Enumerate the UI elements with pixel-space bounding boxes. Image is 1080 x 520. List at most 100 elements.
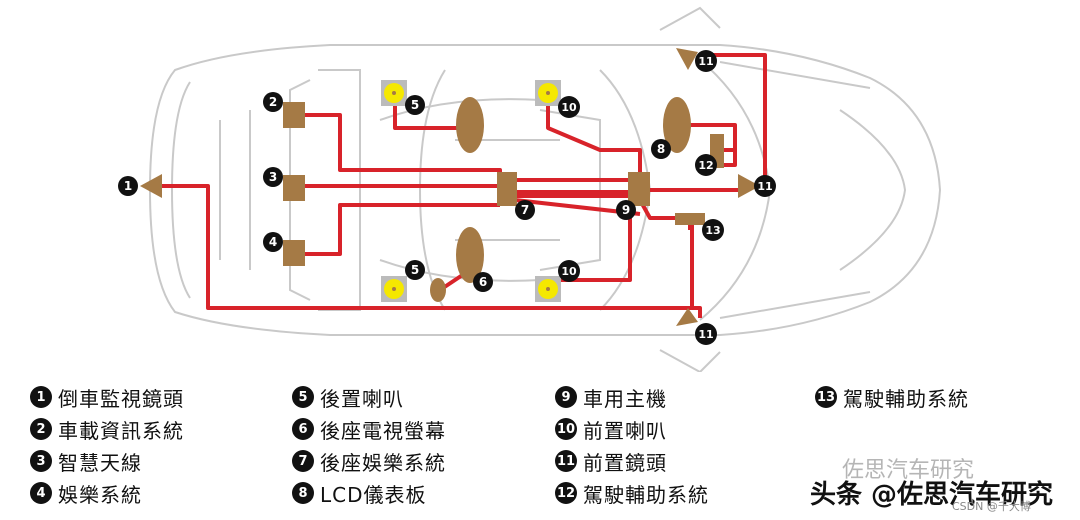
module-head-unit [628, 172, 650, 206]
legend-label: 駕駛輔助系統 [583, 482, 709, 507]
callout-13: 13 [702, 219, 724, 241]
callout-11-bottom: 11 [695, 323, 717, 345]
legend-number-badge: 9 [555, 386, 577, 408]
callout-8: 8 [651, 139, 671, 159]
callout-9: 9 [616, 200, 636, 220]
svg-text:5: 5 [411, 98, 419, 112]
module-driver-assist-13 [675, 213, 705, 225]
legend-label: 智慧天線 [58, 450, 142, 475]
svg-text:8: 8 [657, 142, 665, 156]
legend-label: 娛樂系統 [58, 482, 142, 507]
callout-11-top: 11 [695, 50, 717, 72]
legend-number-badge: 3 [30, 450, 52, 472]
legend-number-badge: 5 [292, 386, 314, 408]
callout-6: 6 [473, 272, 493, 292]
svg-text:9: 9 [622, 203, 630, 217]
legend-number-badge: 8 [292, 482, 314, 504]
svg-text:6: 6 [479, 275, 487, 289]
callout-5-top: 5 [405, 95, 425, 115]
module-rear-entertainment [497, 172, 517, 206]
legend-label: 前置鏡頭 [583, 450, 667, 475]
legend-item-13: 13 駕駛輔助系統 [815, 382, 969, 412]
speaker-front-left [535, 80, 561, 106]
callout-1: 1 [118, 176, 138, 196]
svg-text:7: 7 [521, 203, 529, 217]
speaker-front-right [535, 276, 561, 302]
speakers [381, 80, 561, 302]
svg-text:10: 10 [561, 101, 577, 114]
legend-label: 前置喇叭 [583, 418, 667, 443]
watermark-csdn: CSDN @千大博 [952, 500, 1031, 513]
svg-text:3: 3 [269, 170, 277, 184]
watermark-main: 头条 @佐思汽车研究 [810, 480, 1054, 510]
legend-item-11: 11 前置鏡頭 [555, 446, 667, 476]
svg-text:13: 13 [705, 224, 720, 237]
legend-label: 後置喇叭 [320, 386, 404, 411]
legend-item-9: 9 車用主機 [555, 382, 667, 412]
cameras [140, 48, 760, 326]
speaker-rear-right [381, 276, 407, 302]
svg-text:4: 4 [269, 235, 277, 249]
rear-seat-left [456, 97, 484, 153]
svg-text:11: 11 [757, 180, 772, 193]
camera-front-top [676, 48, 698, 70]
legend-number-badge: 13 [815, 386, 837, 408]
legend-number-badge: 11 [555, 450, 577, 472]
vehicle-network-diagram: 1 2 3 4 5 5 6 7 8 9 10 10 11 11 11 12 13 [118, 6, 942, 372]
legend-label: 車用主機 [583, 386, 667, 411]
callout-12: 12 [695, 154, 717, 176]
legend-number-badge: 1 [30, 386, 52, 408]
svg-text:10: 10 [561, 265, 577, 278]
speaker-rear-left [381, 80, 407, 106]
legend-item-10: 10 前置喇叭 [555, 414, 667, 444]
legend: 1 倒車監視鏡頭 2 車載資訊系統 3 智慧天線 4 娛樂系統 5 後置喇叭 6… [0, 372, 1080, 520]
legend-label: LCD儀表板 [320, 482, 427, 507]
module-smart-antenna [283, 175, 305, 201]
legend-number-badge: 2 [30, 418, 52, 440]
legend-number-badge: 7 [292, 450, 314, 472]
legend-item-7: 7 後座娛樂系統 [292, 446, 446, 476]
svg-text:11: 11 [698, 328, 713, 341]
legend-item-4: 4 娛樂系統 [30, 478, 142, 508]
svg-text:1: 1 [124, 179, 132, 193]
callout-10-bottom: 10 [558, 260, 580, 282]
legend-item-2: 2 車載資訊系統 [30, 414, 184, 444]
legend-label: 後座娛樂系統 [320, 450, 446, 475]
callout-11-mid: 11 [754, 175, 776, 197]
legend-label: 車載資訊系統 [58, 418, 184, 443]
callout-badges: 1 2 3 4 5 5 6 7 8 9 10 10 11 11 11 12 13 [118, 50, 776, 345]
legend-label: 駕駛輔助系統 [843, 386, 969, 411]
legend-number-badge: 4 [30, 482, 52, 504]
lcd-cluster [663, 97, 691, 153]
camera-rear [140, 174, 162, 198]
callout-3: 3 [263, 167, 283, 187]
module-telematics [283, 102, 305, 128]
svg-text:11: 11 [698, 55, 713, 68]
legend-item-6: 6 後座電視螢幕 [292, 414, 446, 444]
small-module [430, 278, 446, 302]
legend-item-1: 1 倒車監視鏡頭 [30, 382, 184, 412]
legend-item-12: 12 駕駛輔助系統 [555, 478, 709, 508]
legend-number-badge: 12 [555, 482, 577, 504]
callout-7: 7 [515, 200, 535, 220]
legend-number-badge: 10 [555, 418, 577, 440]
callout-2: 2 [263, 92, 283, 112]
svg-text:2: 2 [269, 95, 277, 109]
legend-item-3: 3 智慧天線 [30, 446, 142, 476]
callout-4: 4 [263, 232, 283, 252]
legend-label: 後座電視螢幕 [320, 418, 446, 443]
legend-item-5: 5 後置喇叭 [292, 382, 404, 412]
modules [283, 97, 724, 302]
svg-text:5: 5 [411, 263, 419, 277]
callout-5-bottom: 5 [405, 260, 425, 280]
camera-front [738, 174, 760, 198]
rear-screen [456, 227, 484, 283]
legend-item-8: 8 LCD儀表板 [292, 478, 427, 508]
legend-label: 倒車監視鏡頭 [58, 386, 184, 411]
legend-number-badge: 6 [292, 418, 314, 440]
camera-front-bottom [676, 308, 698, 326]
svg-text:12: 12 [698, 159, 713, 172]
callout-10-top: 10 [558, 96, 580, 118]
watermark-faint: 佐思汽车研究 [842, 458, 975, 483]
module-entertainment [283, 240, 305, 266]
